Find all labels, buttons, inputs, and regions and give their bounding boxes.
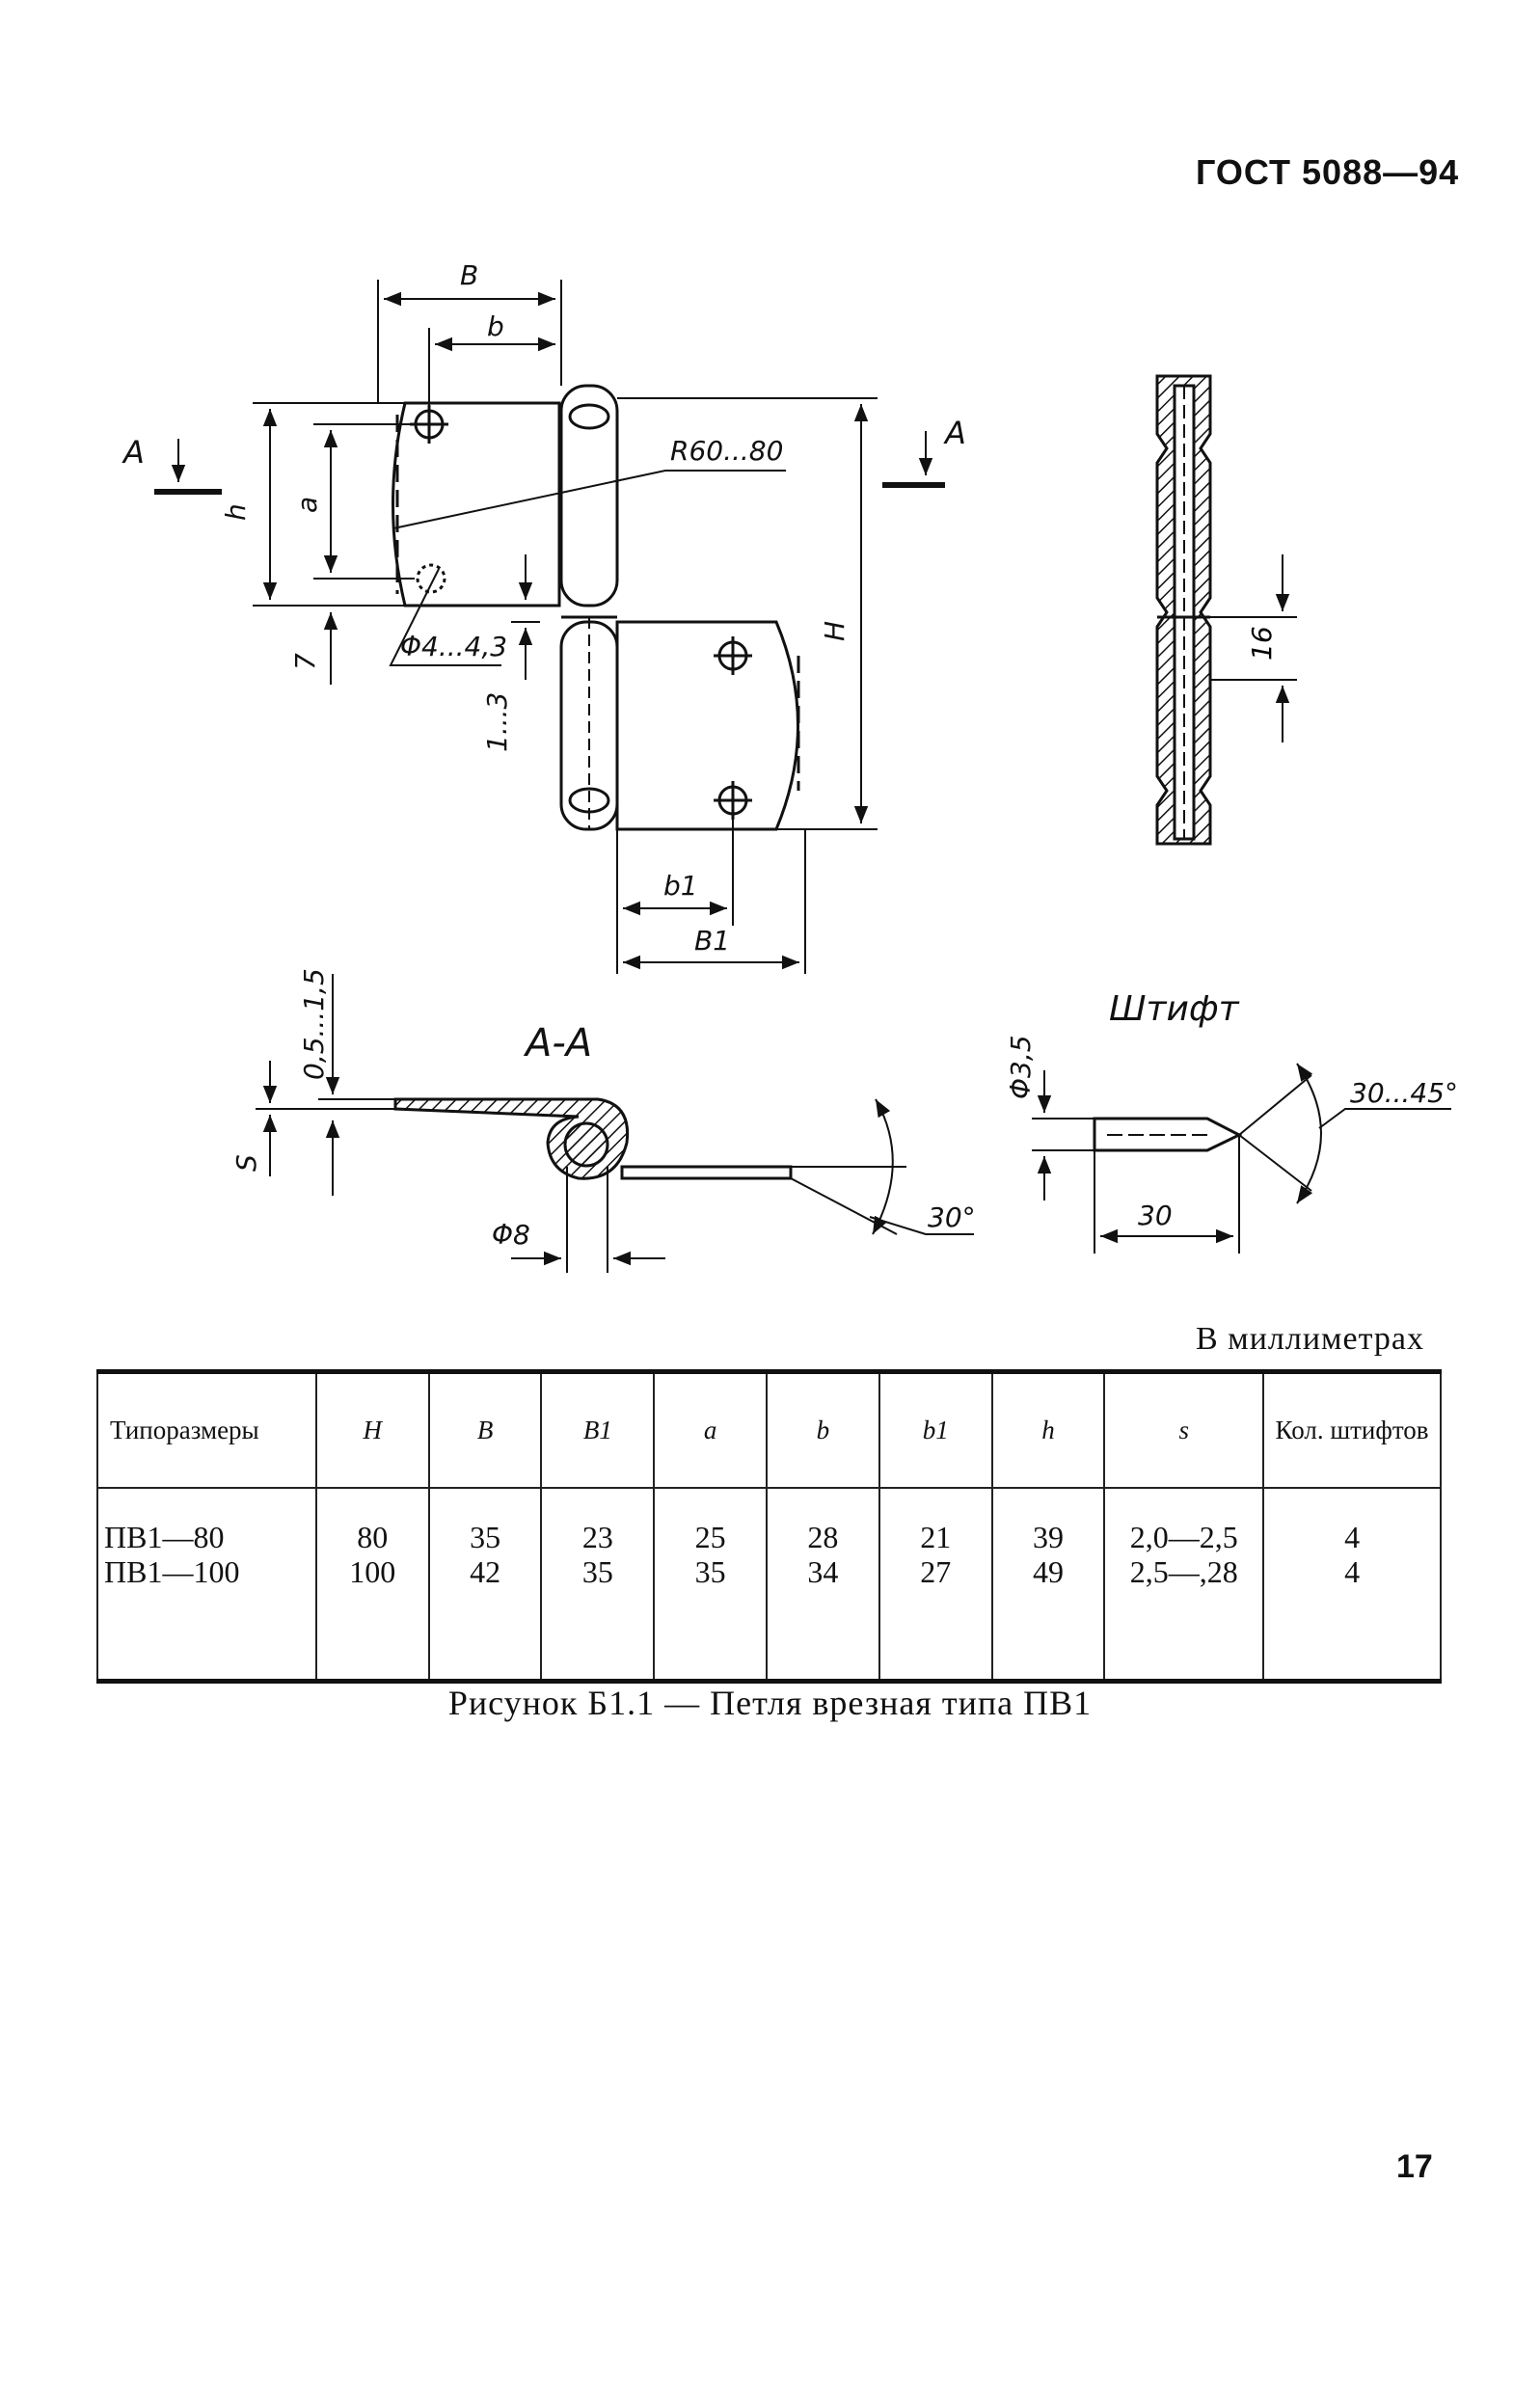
label-pin-length: 30 [1138, 1200, 1173, 1231]
label-phi8: Φ8 [492, 1219, 530, 1251]
spec-table: Типоразмеры H B B1 a b b1 h s Кол. штифт… [96, 1369, 1442, 1684]
label-H: H [819, 621, 851, 641]
label-b: b [487, 310, 504, 342]
col-header-B1: B1 [540, 1371, 656, 1489]
pin-view [1093, 1117, 1243, 1152]
label-7: 7 [289, 653, 321, 670]
section-label-right: A [943, 415, 966, 451]
section-aa-view [393, 1097, 793, 1180]
label-gap: 1...3 [481, 692, 513, 752]
col-header-b1: b1 [878, 1371, 993, 1489]
label-R: R60...80 [670, 435, 783, 467]
col-header-s: s [1103, 1371, 1265, 1489]
col-header-type: Типоразмеры [96, 1371, 317, 1489]
pin-dimensions [1032, 1063, 1451, 1254]
col-header-a: a [653, 1371, 769, 1489]
units-note: В миллиметрах [1196, 1321, 1424, 1357]
label-angle-aa: 30° [928, 1201, 976, 1233]
label-b1: b1 [663, 870, 698, 902]
col-header-h: h [990, 1371, 1106, 1489]
figure-caption: Рисунок Б1.1 — Петля врезная типа ПВ1 [447, 1684, 1093, 1722]
label-a: a [291, 497, 323, 513]
label-h: h [220, 503, 252, 521]
lower-leaf [615, 620, 799, 831]
label-s: S [230, 1154, 262, 1172]
label-pin-angle: 30...45° [1350, 1077, 1458, 1109]
label-phi: Φ4...4,3 [400, 631, 507, 662]
label-16: 16 [1246, 626, 1278, 661]
label-B1: B1 [694, 925, 730, 957]
col-header-H: H [314, 1371, 430, 1489]
side-view [1155, 374, 1212, 846]
page-number: 17 [1396, 2148, 1433, 2185]
label-dia: Φ3,5 [1005, 1035, 1037, 1099]
label-gap-aa: 0,5...1,5 [298, 968, 330, 1080]
section-label-left: A [122, 434, 145, 471]
pin-title: Штифт [1109, 989, 1240, 1029]
col-header-pins: Кол. штифтов [1262, 1371, 1442, 1489]
main-view [392, 384, 800, 831]
col-header-B: B [427, 1371, 543, 1489]
main-labels: B b R60...80 h a 7 Φ4...4,3 1...3 H b1 B… [122, 259, 966, 957]
main-dimensions [154, 280, 945, 974]
label-B: B [460, 259, 478, 291]
section-aa-dimensions [256, 974, 974, 1273]
technical-drawing: B b R60...80 h a 7 Φ4...4,3 1...3 H b1 B… [122, 259, 1458, 1273]
col-header-b: b [766, 1371, 880, 1489]
section-aa-title: A-A [523, 1021, 592, 1066]
side-dimension [1210, 554, 1297, 742]
table-header-row: Типоразмеры H B B1 a b b1 h s Кол. штифт… [96, 1371, 1442, 1489]
knuckle-upper [559, 384, 619, 607]
document-code: ГОСТ 5088—94 [1196, 152, 1460, 192]
